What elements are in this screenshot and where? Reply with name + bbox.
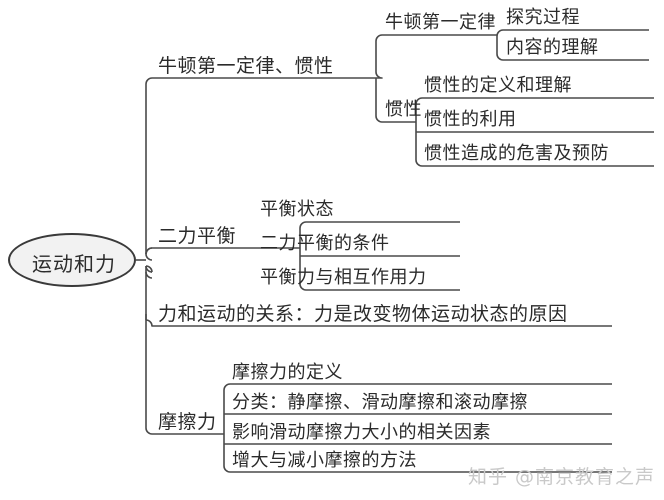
node-label-balance-conditions[interactable]: 二力平衡的条件 <box>260 233 390 254</box>
node-label-newtons-first-law[interactable]: 牛顿第一定律 <box>385 12 496 33</box>
node-label-friction-methods[interactable]: 增大与减小摩擦的方法 <box>232 450 417 471</box>
node-label-inquiry-process[interactable]: 探究过程 <box>506 7 580 28</box>
root-node[interactable]: 运动和力 <box>8 233 136 287</box>
node-label-friction-definition[interactable]: 摩擦力的定义 <box>232 362 343 383</box>
node-label-inertia[interactable]: 惯性 <box>385 99 422 120</box>
node-label-inertia-definition[interactable]: 惯性的定义和理解 <box>424 75 572 96</box>
node-label-friction-factors[interactable]: 影响滑动摩擦力大小的相关因素 <box>232 422 491 443</box>
root-node-label: 运动和力 <box>32 251 116 276</box>
node-label-friction-classification[interactable]: 分类：静摩擦、滑动摩擦和滚动摩擦 <box>232 392 528 413</box>
branch-label-balanced-forces[interactable]: 二力平衡 <box>158 225 237 247</box>
node-label-balanced-vs-interaction-forces[interactable]: 平衡力与相互作用力 <box>260 267 427 288</box>
branch-label-friction[interactable]: 摩擦力 <box>158 411 217 433</box>
node-label-content-understanding[interactable]: 内容的理解 <box>506 37 599 58</box>
node-label-inertia-hazards[interactable]: 惯性造成的危害及预防 <box>424 143 609 164</box>
node-label-inertia-utilization[interactable]: 惯性的利用 <box>424 109 517 130</box>
branch-label-newton-inertia[interactable]: 牛顿第一定律、惯性 <box>158 55 334 77</box>
branch-label-force-motion-relation[interactable]: 力和运动的关系：力是改变物体运动状态的原因 <box>158 303 568 325</box>
watermark: 知乎 @南京教育之声 <box>468 466 656 488</box>
node-label-equilibrium-state[interactable]: 平衡状态 <box>260 199 334 220</box>
